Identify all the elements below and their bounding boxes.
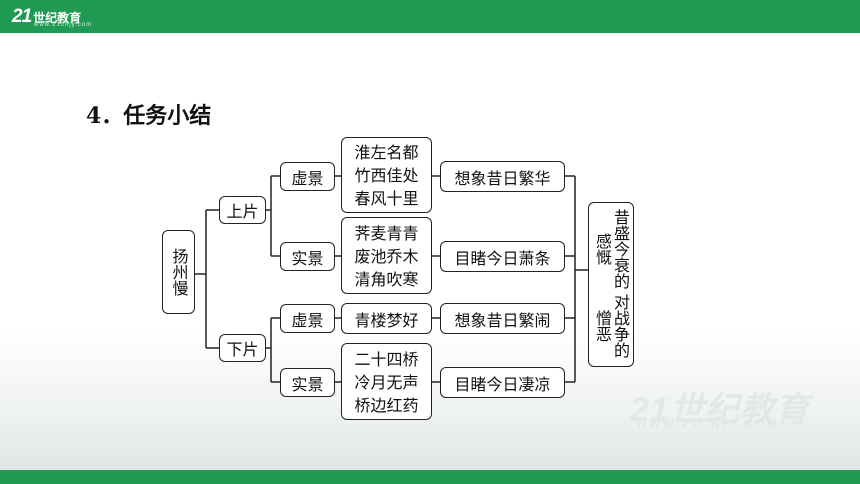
meaning-box: 目睹今日凄凉 [440,367,565,398]
slide-title: 4．任务小结 [86,103,212,129]
conclusion-box: 昔盛今衰的感慨 对战争的憎恶 [588,202,634,367]
content-box: 淮左名都 竹西佳处 春风十里 [341,137,432,213]
content-text: 荠麦青青 废池乔木 清角吹寒 [354,223,419,289]
type-label: 实景 [291,374,324,394]
section-label: 上片 [226,202,259,221]
content-text: 青楼梦好 [354,310,419,330]
conclusion-line: 对战争的憎恶 [593,293,630,358]
type-label: 虚景 [291,310,324,330]
section-box-shangpian: 上片 [219,196,266,224]
type-label: 实景 [291,248,324,268]
watermark-url: WWW.21CNJY.COM [636,418,780,430]
root-label: 扬州慢 [169,248,189,296]
meaning-box: 想象昔日繁华 [440,161,565,192]
section-label: 下片 [226,340,259,359]
content-box: 青楼梦好 [341,303,432,334]
logo-mark: 21 [12,6,32,27]
meaning-text: 想象昔日繁闹 [454,310,551,330]
top-banner: 21 世纪教育 www.21cnjy.com [0,0,860,33]
type-box: 实景 [280,368,335,397]
watermark-logo: 21世纪教育 [630,391,810,429]
meaning-text: 想象昔日繁华 [454,168,551,188]
meaning-box: 想象昔日繁闹 [440,303,565,334]
logo-text: 世纪教育 [33,10,82,25]
content-text: 淮左名都 竹西佳处 春风十里 [354,143,419,208]
meaning-box: 目睹今日萧条 [440,241,565,272]
meaning-text: 目睹今日凄凉 [454,374,551,394]
logo-url: www.21cnjy.com [34,22,93,28]
content-box: 二十四桥 冷月无声 桥边红药 [341,343,432,420]
type-box: 实景 [280,242,335,271]
root-box: 扬州慢 [162,230,195,314]
content-text: 二十四桥 冷月无声 桥边红药 [354,349,419,415]
content-box: 荠麦青青 废池乔木 清角吹寒 [341,217,432,294]
type-label: 虚景 [291,168,324,188]
meaning-text: 目睹今日萧条 [454,248,551,268]
conclusion-line: 昔盛今衰的感慨 [593,209,630,290]
type-box: 虚景 [280,304,335,333]
site-logo[interactable]: 21 世纪教育 www.21cnjy.com [12,4,91,30]
type-box: 虚景 [280,162,335,191]
section-box-xiapian: 下片 [219,334,266,362]
bottom-banner [0,470,860,484]
